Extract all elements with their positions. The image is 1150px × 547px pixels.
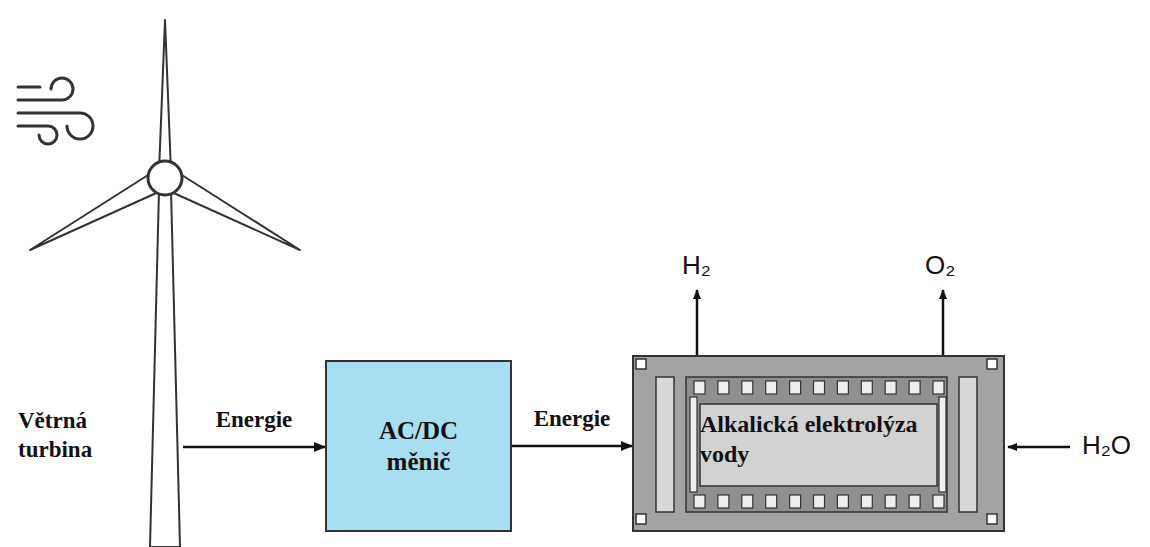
flow-label: H₂O xyxy=(1082,430,1131,461)
edge-label: Energie xyxy=(214,407,295,433)
edge-label: Energie xyxy=(532,406,613,432)
converter-box: AC/DC měnič xyxy=(325,360,512,532)
electrolyzer-box: Alkalická elektrolýza vody xyxy=(632,355,1005,532)
flow-label: O₂ xyxy=(925,250,955,281)
node-text: Alkalická elektrolýza vody xyxy=(700,409,940,469)
flow-label: H₂ xyxy=(682,250,711,281)
wind-symbol xyxy=(18,78,93,144)
energy-arrow xyxy=(512,445,632,448)
turbine-label-box: Větrná turbina xyxy=(15,407,183,487)
wind-turbine xyxy=(30,20,300,547)
node-text: AC/DC měnič xyxy=(364,415,474,478)
node-text: Větrná turbina xyxy=(18,407,136,465)
energy-arrow xyxy=(183,446,325,449)
